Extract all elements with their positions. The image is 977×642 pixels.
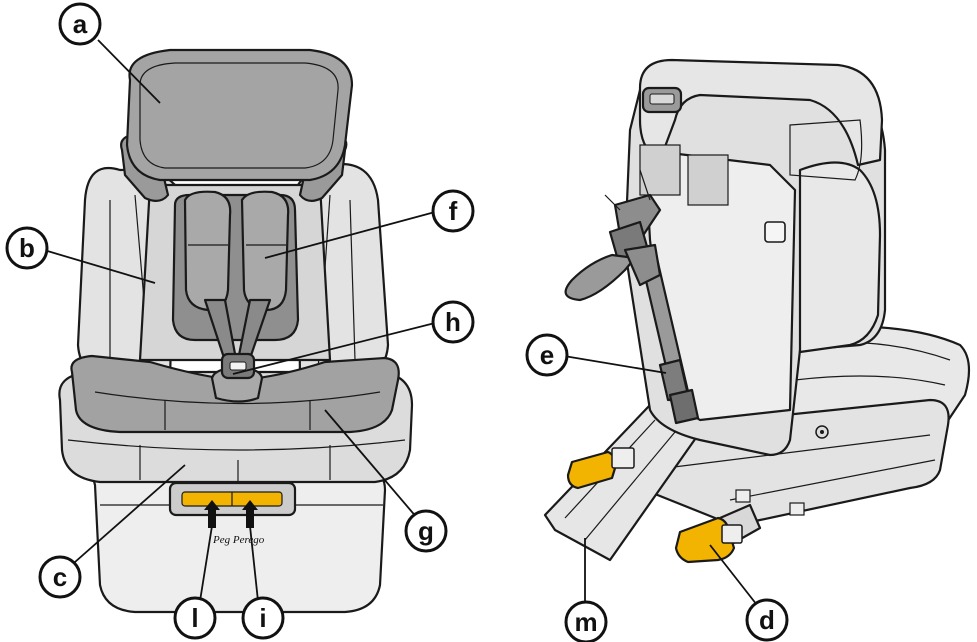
- callout-h: h: [431, 300, 475, 344]
- callout-c-letter: c: [53, 562, 67, 592]
- callout-a-letter: a: [73, 9, 88, 39]
- side-window: [789, 119, 863, 181]
- indicator-arrow-l: [204, 500, 220, 528]
- front-view: Peg Perego: [58, 48, 414, 614]
- callout-h-letter: h: [445, 307, 461, 337]
- rear-side-wing: [798, 161, 882, 354]
- isofix-connector-left: [566, 450, 618, 490]
- callout-b: b: [5, 226, 49, 270]
- callout-i: i: [241, 596, 285, 640]
- shoulder-pad-right: [240, 190, 290, 312]
- callout-l-letter: l: [191, 603, 198, 633]
- isofix-connector-right: [674, 516, 736, 564]
- callout-m-letter: m: [574, 607, 597, 637]
- callout-f-letter: f: [449, 196, 458, 226]
- callout-f: f: [431, 189, 475, 233]
- back-panel-button: [764, 221, 786, 243]
- brand-logo: Peg Perego: [212, 534, 265, 546]
- callout-i-letter: i: [259, 603, 266, 633]
- callout-g: g: [404, 509, 448, 553]
- callout-m: m: [564, 600, 608, 642]
- callout-b-letter: b: [19, 233, 35, 263]
- headrest: [125, 48, 354, 182]
- callout-c: c: [38, 555, 82, 599]
- callout-g-letter: g: [418, 516, 434, 546]
- callout-e: e: [525, 333, 569, 377]
- shoulder-pad-left: [183, 190, 232, 312]
- tether-strap-loop: [564, 253, 637, 302]
- callout-d: d: [745, 598, 789, 642]
- tether-hook: [623, 243, 662, 287]
- callout-a: a: [58, 2, 102, 46]
- callout-l: l: [173, 596, 217, 640]
- callout-d-letter: d: [759, 605, 775, 635]
- rear-view: [543, 58, 971, 564]
- callout-e-letter: e: [540, 340, 554, 370]
- leader-lines: [43, 39, 758, 607]
- indicator-arrow-i: [242, 500, 258, 528]
